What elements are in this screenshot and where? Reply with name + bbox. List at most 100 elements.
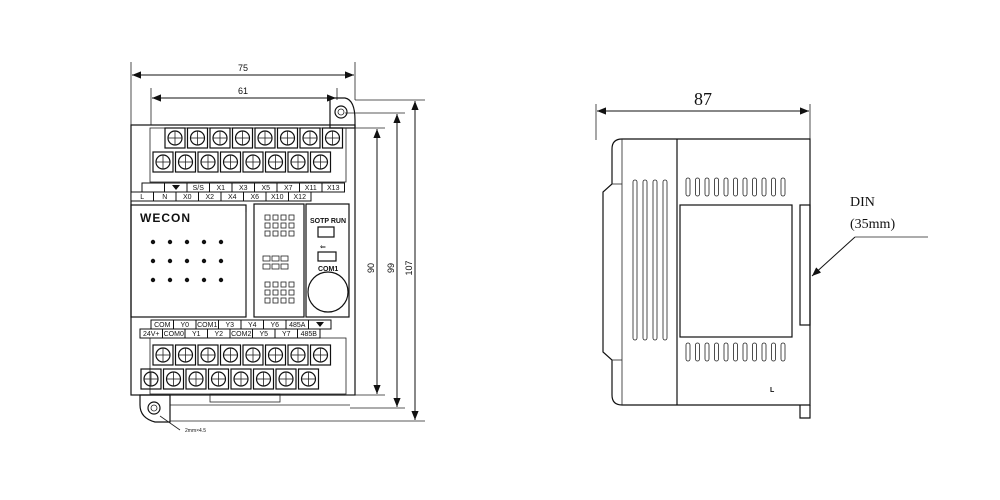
top-terminal-upper [186,127,209,149]
led-indicator [184,277,190,283]
mount-hole-note: 2mm×4.5 [185,428,206,434]
side-vents-top [685,177,786,197]
din-label-line1: DIN [850,195,875,210]
top-terminal-upper [321,127,344,149]
status-dot [272,289,279,296]
vent-slot [695,342,700,362]
top-mount-hole [334,105,348,119]
terminal-label: COM [154,322,171,329]
bottom-terminal-lower [275,368,297,390]
terminal-label: Y3 [225,322,234,329]
top-terminal-lower [174,151,197,173]
bottom-terminal-lower [140,368,162,390]
terminal-label: X4 [228,194,237,201]
top-terminal-lower [264,151,287,173]
led-indicator [218,258,224,264]
status-dot [280,281,287,288]
status-dot [280,222,287,229]
status-dot [272,230,279,237]
bottom-mount-ear [139,394,171,423]
vent-slot [695,177,700,197]
status-dot [288,214,295,221]
vent-slot [761,177,767,197]
usb-port [317,251,337,262]
top-terminal-upper [164,127,186,149]
bottom-terminal-upper [152,344,174,366]
ground-symbol-icon [316,322,324,327]
top-terminal-upper [254,127,276,149]
dimension-mount-width: 61 [152,86,336,102]
terminal-label: X11 [305,185,317,192]
terminal-label: COM2 [231,331,251,338]
led-indicator [218,277,224,283]
top-terminal-upper [209,127,231,149]
bottom-terminal-upper [264,344,287,366]
status-dot [288,230,295,237]
terminal-label: Y1 [192,331,201,338]
terminal-label: 485A [289,322,306,329]
terminal-label-cell [321,182,345,193]
dimension-height-outer-label: 107 [404,260,414,275]
vent-slot [685,342,691,362]
terminal-label: 24V+ [143,331,160,338]
vent-slot [771,177,776,197]
l-mark: L [770,387,775,394]
vent-slot [652,179,658,341]
ground-symbol-icon [172,185,180,190]
top-terminal-lower [309,151,332,173]
led-indicator [184,239,190,245]
status-dot [264,230,271,237]
terminal-label: Y2 [214,331,223,338]
terminal-label: COM1 [197,322,217,329]
led-indicator [201,258,207,264]
mode-switch-label: SOTP RUN [310,218,346,225]
led-indicator [150,258,156,264]
terminal-label: X1 [216,185,225,192]
led-indicator [167,277,173,283]
bottom-terminal-lower [297,368,320,390]
status-dot [271,255,280,262]
terminal-label: Y5 [259,331,268,338]
top-terminal-upper [231,127,254,149]
dimension-overall-width-label: 75 [238,63,248,73]
vent-slot [704,177,710,197]
status-dot [272,297,279,304]
terminal-label: X13 [327,185,340,192]
vent-slot [742,177,748,197]
dimension-overall-width: 75 [132,63,354,79]
status-dot [264,222,271,229]
top-terminal-block [152,127,344,173]
status-dot [272,281,279,288]
terminal-label: Y4 [248,322,257,329]
com-port-connector [307,271,349,313]
bottom-terminal-upper [197,344,219,366]
led-indicator [201,277,207,283]
dimension-mount-width-label: 61 [238,86,248,96]
vent-slot [733,342,738,362]
dimension-height-outer: 107 [404,101,419,420]
status-dot [280,289,287,296]
din-rail-slot [799,204,811,326]
vent-slot [723,177,729,197]
vent-slot [714,342,719,362]
status-dot [262,263,271,270]
din-rail-latch [799,405,811,419]
usb-icon: ⇐ [320,244,326,251]
vent-slot [752,177,757,197]
status-dot [288,297,295,304]
vent-slot [704,342,710,362]
side-vents-bottom [685,342,786,362]
status-dot [264,297,271,304]
vent-slot [752,342,757,362]
status-dot [288,289,295,296]
bottom-terminal-lower [252,368,275,390]
bottom-terminal-upper [174,344,197,366]
status-dot [264,289,271,296]
vent-slot [662,179,668,341]
bottom-terminal-lower [207,368,230,390]
led-indicator [167,239,173,245]
vent-slot [761,342,767,362]
